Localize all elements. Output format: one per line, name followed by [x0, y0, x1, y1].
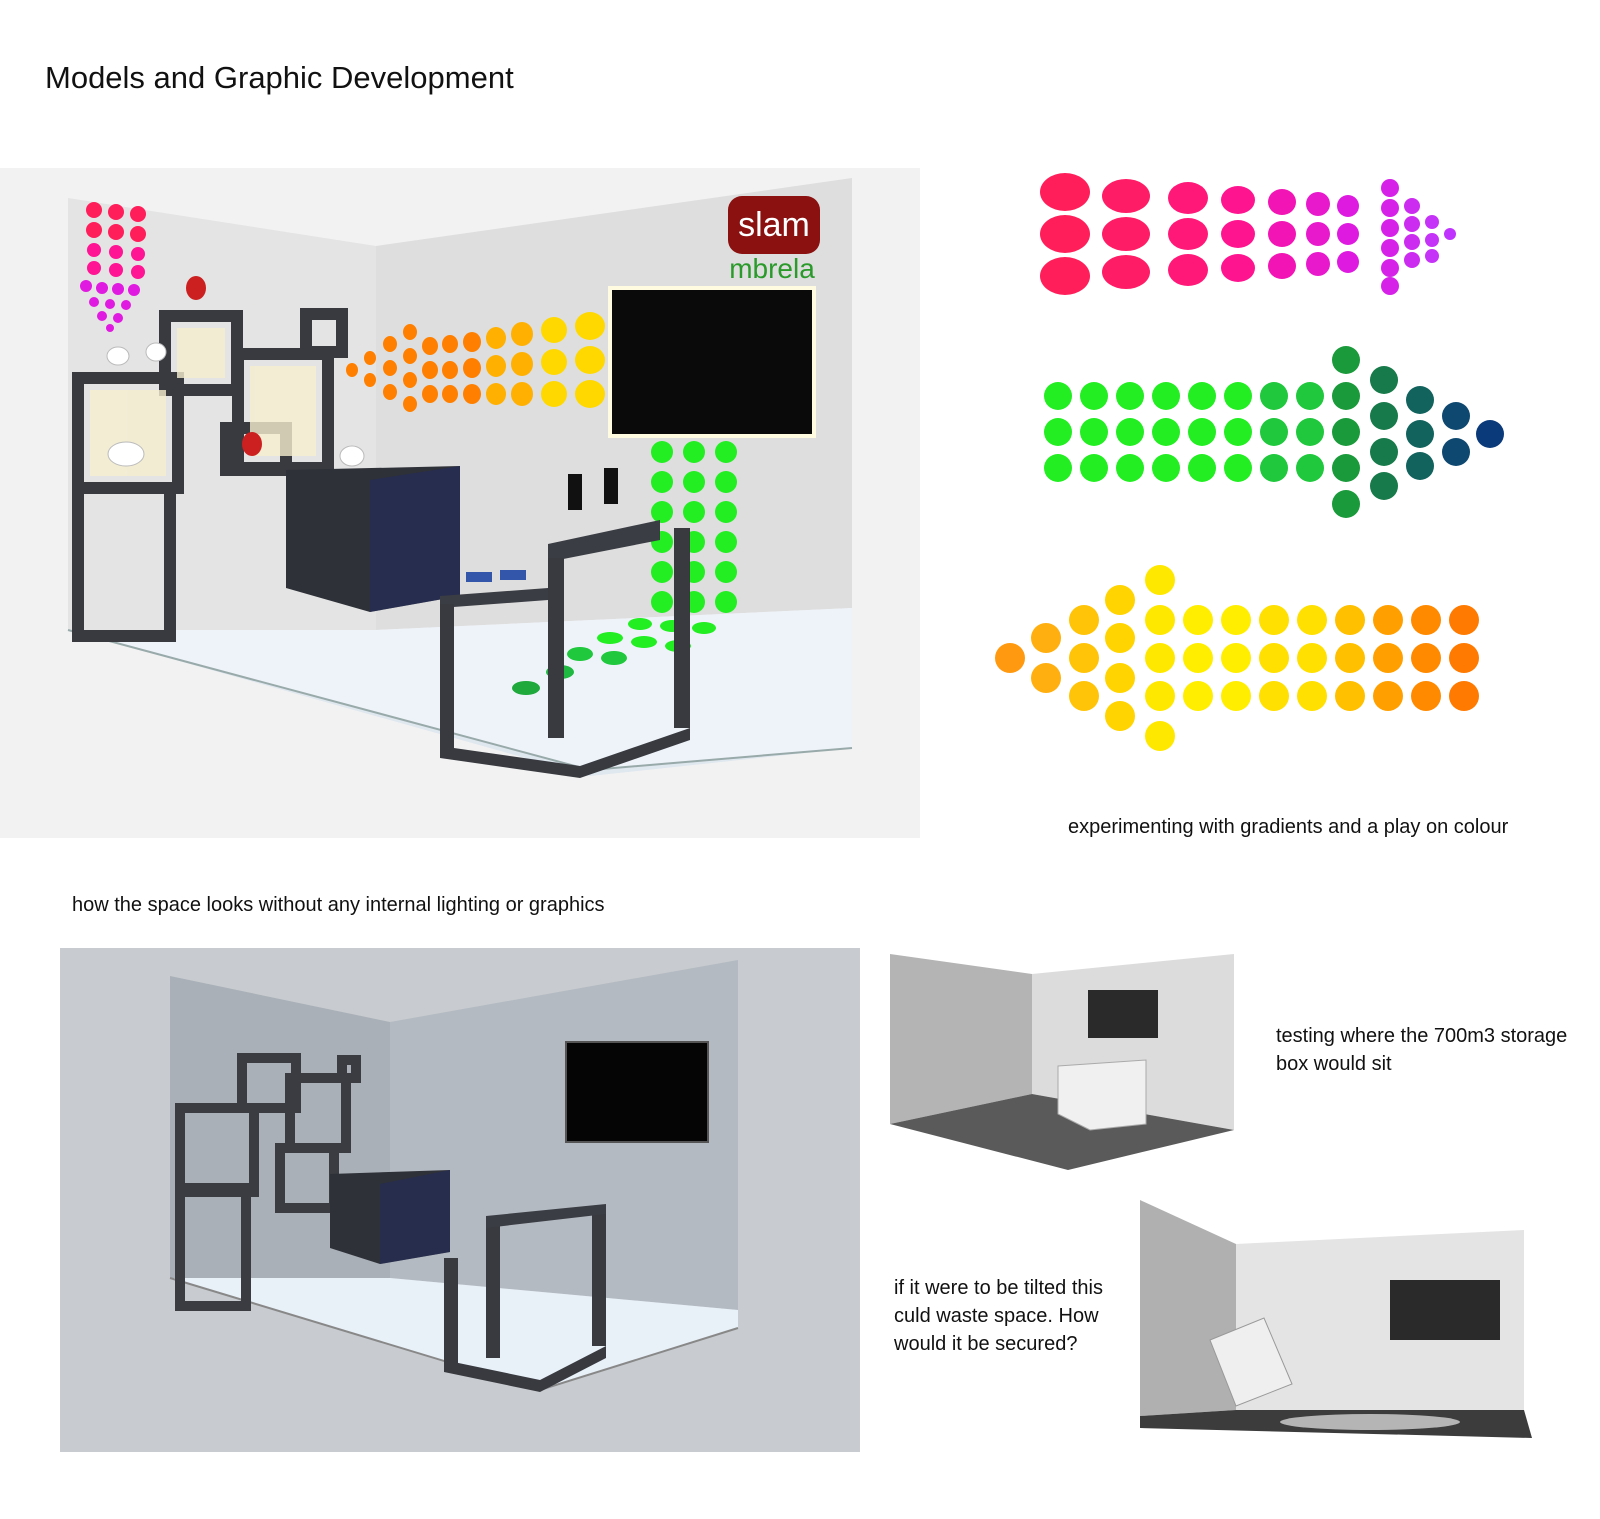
caption-gradients: experimenting with gradients and a play … — [1068, 816, 1509, 838]
tv-screen — [608, 286, 816, 438]
sublogo-text: mbrela — [729, 253, 815, 284]
booth-render-unlit — [60, 948, 860, 1452]
tv-screen-test — [1088, 990, 1158, 1038]
caption-tilted-line3: would it be secured? — [894, 1333, 1078, 1355]
caption-no-lighting: how the space looks without any internal… — [72, 894, 605, 916]
magenta-right-arrow — [1040, 173, 1456, 295]
arrow-gradient-experiments — [990, 160, 1530, 790]
caption-tilted-line2: culd waste space. How — [894, 1305, 1099, 1327]
figurines — [106, 276, 618, 582]
yellow-left-arrow-graphic — [346, 312, 605, 412]
caption-tilted-line1: if it were to be tilted this — [894, 1277, 1103, 1299]
booth-render-lit: slam mbrela — [0, 168, 920, 838]
tv-screen-tilted — [1390, 1280, 1500, 1340]
tilted-box-render — [1140, 1200, 1532, 1440]
caption-storage-box: testing where the 700m3 storage box woul… — [1276, 1022, 1567, 1078]
caption-tilted: if it were to be tilted this culd waste … — [894, 1274, 1103, 1358]
storage-box-render — [890, 954, 1240, 1170]
logo-text: slam — [738, 206, 810, 244]
magenta-down-arrow-graphic — [80, 202, 146, 332]
yellow-left-arrow — [995, 565, 1479, 751]
tv-screen-unlit — [565, 1041, 709, 1143]
caption-storage-box-line2: box would sit — [1276, 1053, 1392, 1075]
caption-storage-box-line1: testing where the 700m3 storage — [1276, 1025, 1568, 1047]
slam-logo: slam mbrela — [728, 196, 820, 284]
display-table — [440, 520, 690, 778]
page-title: Models and Graphic Development — [45, 60, 514, 95]
green-right-arrow — [1044, 346, 1504, 518]
